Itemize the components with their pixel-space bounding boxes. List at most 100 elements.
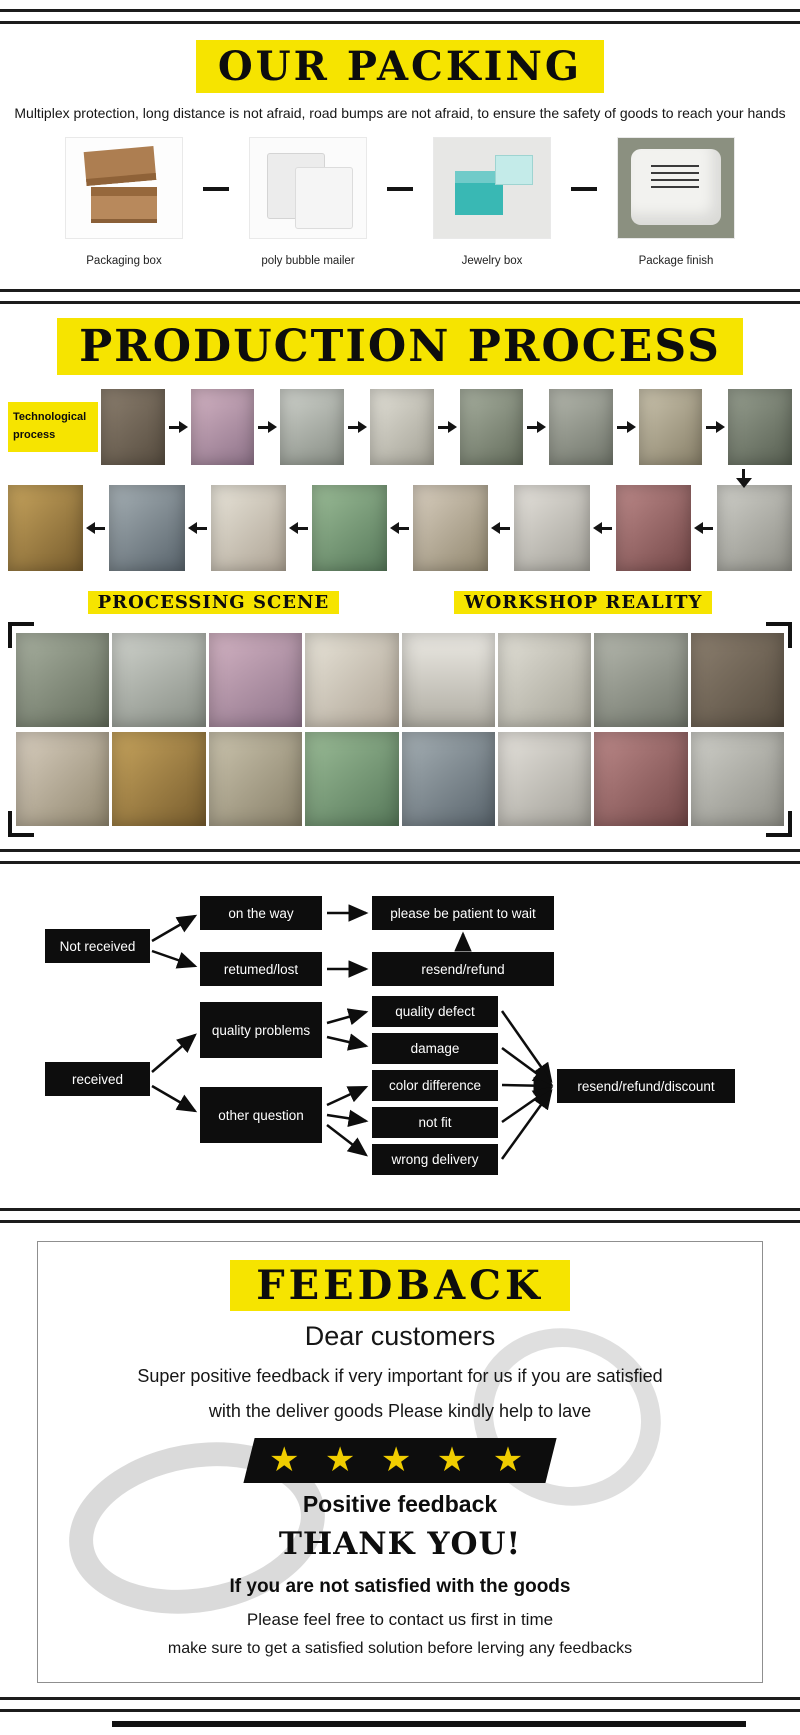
packing-item: poly bubble mailer	[243, 137, 373, 267]
arrow-left-icon	[288, 522, 309, 534]
packing-item: Jewelry box	[427, 137, 557, 267]
solution-line: make sure to get a satisfied solution be…	[167, 1640, 633, 1658]
frame-corner-icon	[8, 622, 34, 648]
feedback-title: FEEDBACK	[230, 1260, 570, 1311]
feedback-greeting: Dear customers	[304, 1321, 496, 1351]
workshop-photo	[16, 732, 110, 826]
flow-node-on-the-way: on the way	[200, 896, 322, 930]
package-finish-photo	[617, 137, 735, 239]
flow-node-not-received: Not received	[45, 929, 150, 963]
flow-node-other-question: other question	[200, 1087, 322, 1143]
frame-corner-icon	[8, 811, 34, 837]
bubble-mailer-photo	[249, 137, 367, 239]
packing-item-label: Packaging box	[86, 255, 162, 267]
mailer-shape	[295, 167, 353, 229]
section-divider	[0, 1208, 800, 1223]
after-sales-flowchart: Not received on the way retumed/lost ple…	[20, 884, 780, 1192]
workshop-photo	[16, 633, 110, 727]
tech-label-line1: Technological	[13, 411, 87, 424]
packaging-box-photo	[65, 137, 183, 239]
workshop-photo	[208, 732, 303, 826]
packing-section: OUR PACKING Multiplex protection, long d…	[0, 24, 800, 289]
flow-node-patient-wait: please be patient to wait	[372, 896, 554, 930]
arrow-right-icon	[526, 421, 547, 433]
workshop-photo	[305, 633, 399, 727]
packing-item-label: Jewelry box	[461, 255, 523, 267]
flow-node-quality-problems: quality problems	[200, 1002, 322, 1058]
process-row-2	[8, 485, 792, 571]
bottom-bar	[112, 1721, 746, 1728]
flow-node-returned-lost: retumed/lost	[200, 952, 322, 986]
contact-us-line: Please feel free to contact us first in …	[246, 1610, 554, 1630]
workshop-photo	[112, 732, 206, 826]
production-title: PRODUCTION PROCESS	[57, 318, 743, 375]
arrow-left-icon	[592, 522, 613, 534]
process-photo	[369, 389, 434, 465]
dash-separator	[203, 187, 229, 191]
process-photo	[459, 389, 524, 465]
packing-subtitle: Multiplex protection, long distance is n…	[14, 105, 786, 121]
section-divider	[0, 9, 800, 24]
five-star-banner: ★ ★ ★ ★ ★	[243, 1438, 557, 1484]
process-photo	[549, 389, 613, 465]
production-steps: Technological process	[0, 389, 800, 571]
packing-item: Packaging box	[59, 137, 189, 267]
arrow-right-icon	[705, 421, 726, 433]
workshop-photo	[305, 732, 399, 826]
arrow-left-icon	[86, 522, 106, 534]
workshop-photo	[690, 732, 784, 826]
frame-corner-icon	[766, 811, 792, 837]
process-photo	[514, 485, 590, 571]
section-divider	[0, 289, 800, 304]
workshop-photo	[401, 633, 495, 727]
process-photo	[413, 485, 489, 571]
shipping-label-shape	[651, 165, 699, 193]
flow-node-wrong-delivery: wrong delivery	[372, 1144, 498, 1175]
process-photo	[101, 389, 165, 465]
packing-title: OUR PACKING	[195, 40, 605, 93]
arrow-left-icon	[390, 522, 410, 534]
jewelry-box-photo	[433, 137, 551, 239]
process-photo	[109, 485, 185, 571]
workshop-photo-row	[16, 732, 784, 826]
section-divider	[0, 1697, 800, 1713]
process-photo	[210, 485, 286, 571]
star-icons: ★ ★ ★ ★ ★	[268, 1441, 532, 1479]
dash-separator	[387, 187, 413, 191]
arrow-left-icon	[187, 522, 208, 534]
workshop-photo	[497, 732, 592, 826]
arrow-right-icon	[168, 421, 188, 433]
arrow-down-icon	[736, 469, 752, 489]
packing-item-label: Package finish	[638, 255, 714, 267]
feedback-content: FEEDBACK Dear customers Super positive f…	[48, 1260, 752, 1658]
scene-titles-row: PROCESSING SCENE WORKSHOP REALITY	[30, 591, 770, 614]
feedback-panel: FEEDBACK Dear customers Super positive f…	[37, 1241, 763, 1684]
process-photo	[190, 389, 255, 465]
workshop-photo	[594, 633, 688, 727]
flow-arrows	[151, 904, 554, 1160]
workshop-photo-row	[16, 633, 784, 727]
process-photo	[311, 485, 387, 571]
production-section: PRODUCTION PROCESS Technological process	[0, 304, 800, 849]
dash-separator	[571, 187, 597, 191]
thank-you-label: THANK YOU!	[278, 1526, 522, 1563]
workshop-reality-title: WORKSHOP REALITY	[454, 591, 713, 614]
arrow-right-icon	[437, 421, 457, 433]
jewelry-lid-shape	[495, 155, 533, 185]
process-photo	[638, 389, 703, 465]
feedback-line-1: Super positive feedback if very importan…	[137, 1366, 663, 1386]
arrow-right-icon	[347, 421, 367, 433]
flow-node-received: received	[45, 1062, 150, 1096]
arrow-right-icon	[616, 421, 636, 433]
flow-node-damage: damage	[372, 1033, 498, 1064]
workshop-photo	[401, 732, 495, 826]
flow-node-resolution: resend/refund/discount	[557, 1069, 735, 1103]
feedback-line-2: with the deliver goods Please kindly hel…	[208, 1401, 592, 1421]
process-row-1: Technological process	[8, 389, 792, 465]
workshop-photo-grid	[8, 622, 792, 837]
packing-item: Package finish	[611, 137, 741, 267]
not-satisfied-line: If you are not satisfied with the goods	[229, 1576, 571, 1598]
packing-item-label: poly bubble mailer	[261, 255, 355, 267]
arrow-right-icon	[257, 421, 278, 433]
